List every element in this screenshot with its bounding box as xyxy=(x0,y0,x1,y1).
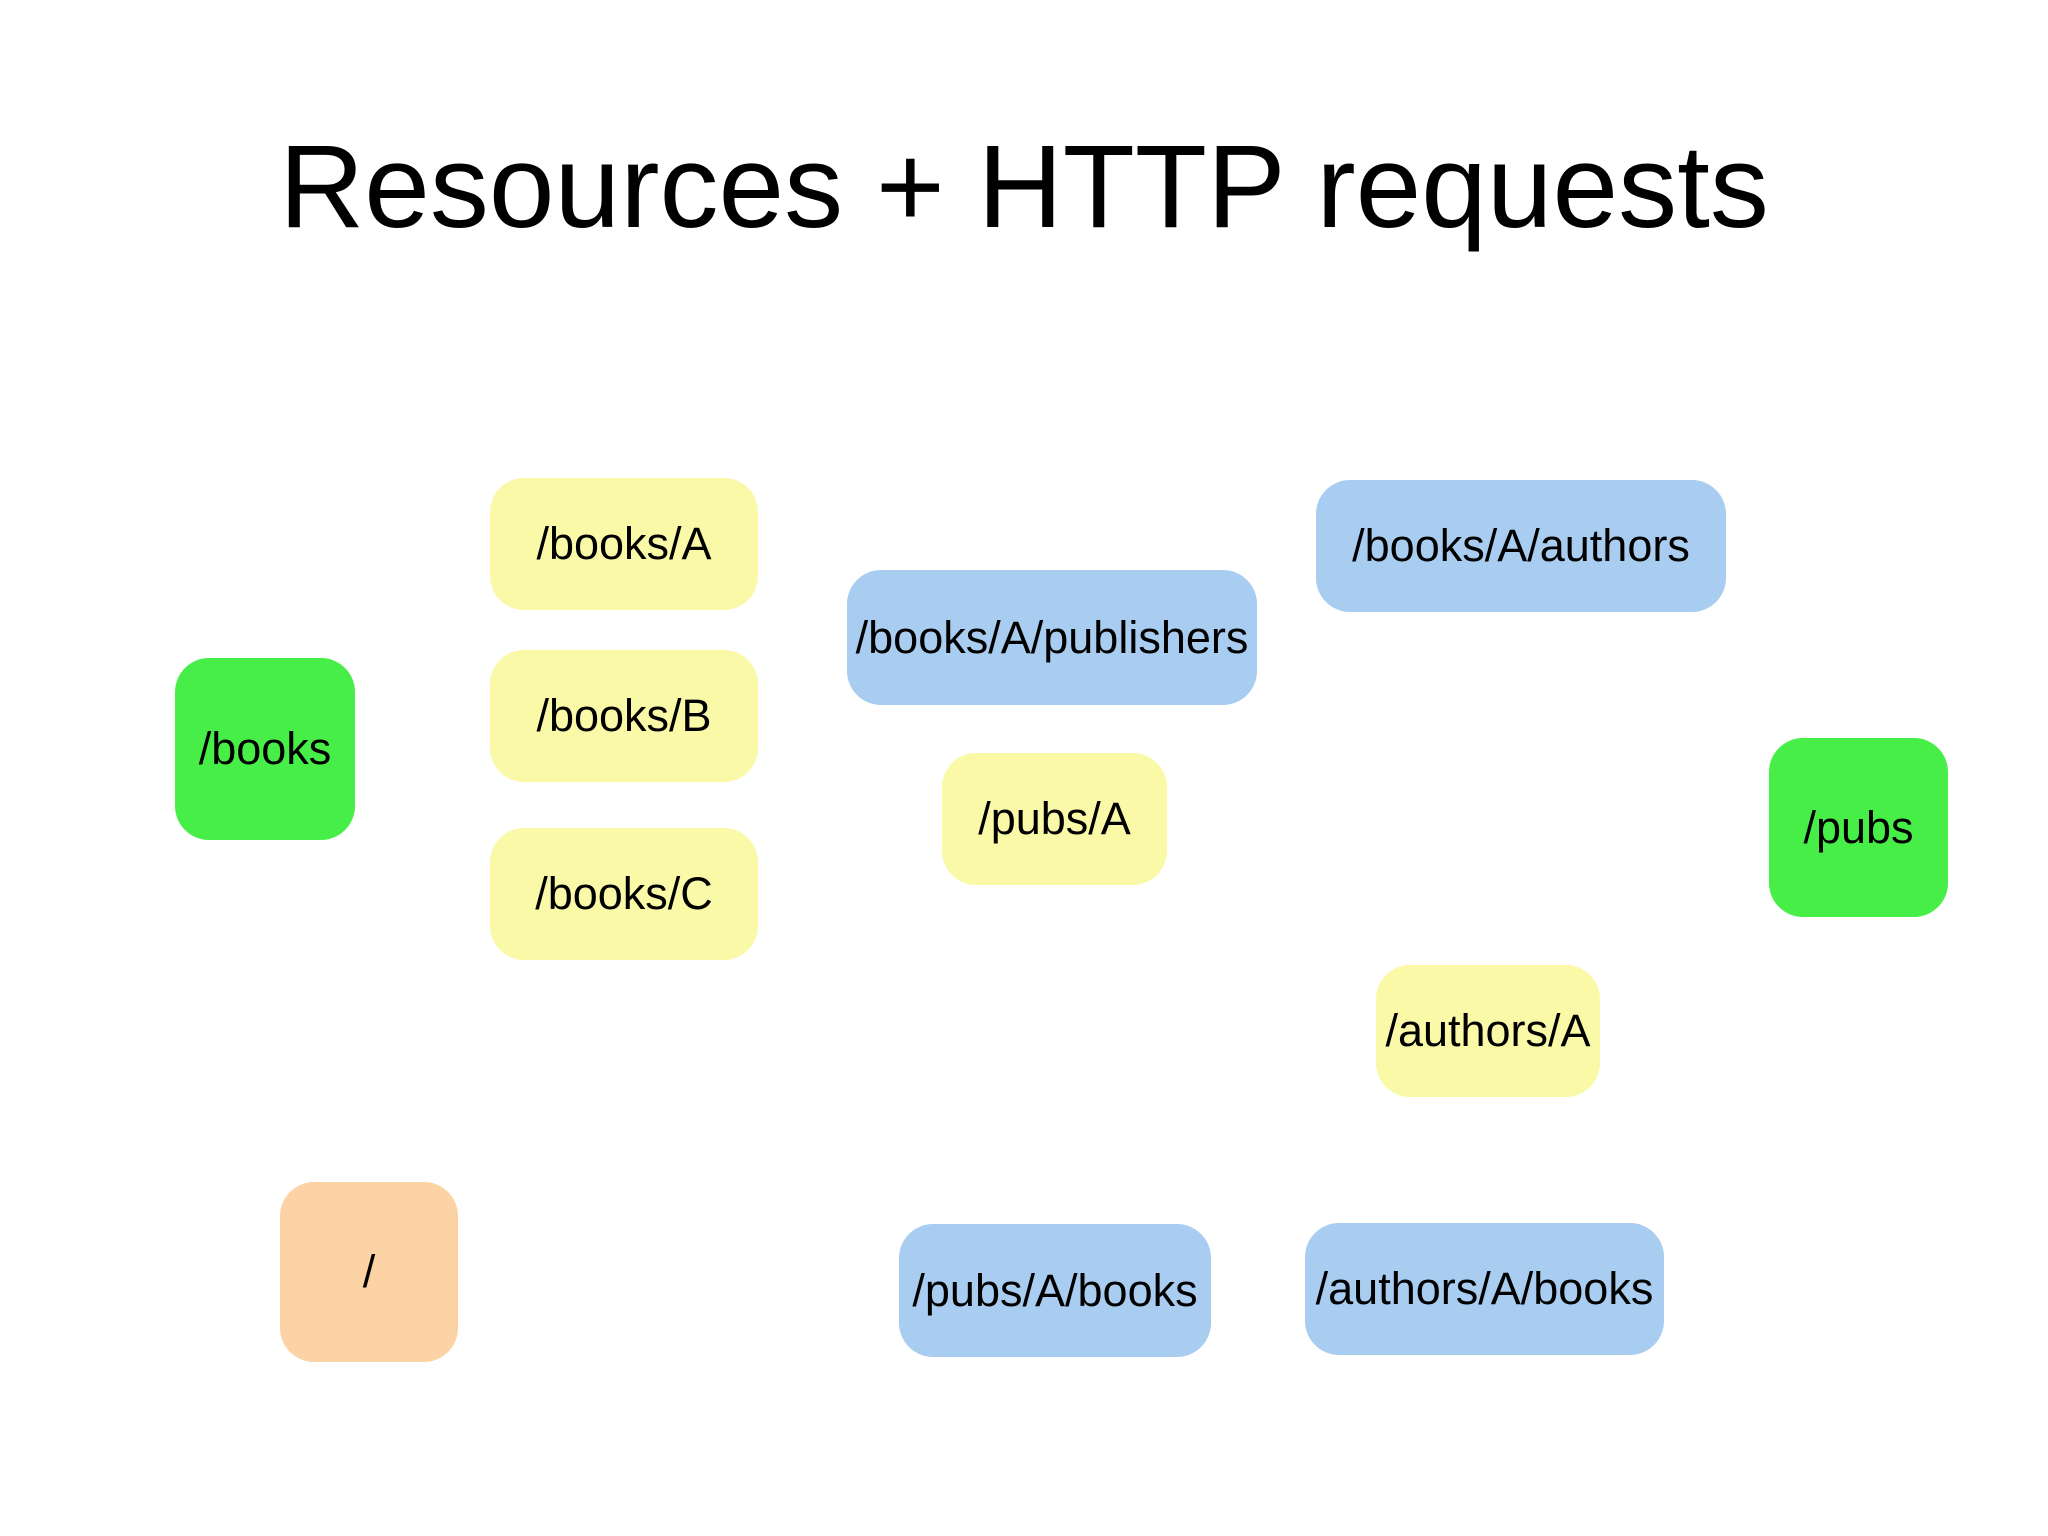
resource-box-pubs: /pubs xyxy=(1769,738,1948,917)
resource-box-label: /authors/A/books xyxy=(1315,1263,1654,1314)
resource-box-label: /pubs/A/books xyxy=(912,1264,1198,1316)
resource-box-books-a-publishers: /books/A/publishers xyxy=(847,570,1257,705)
resource-box-books-c: /books/C xyxy=(490,828,758,960)
resource-box-label: /authors/A xyxy=(1385,1005,1591,1056)
resource-box-label: / xyxy=(362,1246,376,1297)
resource-box-label: /books xyxy=(198,723,332,774)
resource-box-authors-a: /authors/A xyxy=(1376,965,1600,1097)
resource-box-pubs-a: /pubs/A xyxy=(942,753,1167,885)
resource-box-root: / xyxy=(280,1182,458,1362)
resource-box-label: /pubs xyxy=(1803,801,1914,853)
resource-box-authors-a-books: /authors/A/books xyxy=(1305,1223,1664,1355)
resource-box-books: /books xyxy=(175,658,355,840)
slide-title: Resources + HTTP requests xyxy=(279,121,1769,253)
resource-box-label: /books/A xyxy=(536,518,712,569)
resource-box-label: /books/A/authors xyxy=(1352,520,1690,571)
resource-box-label: /books/C xyxy=(535,868,713,919)
resource-box-pubs-a-books: /pubs/A/books xyxy=(899,1224,1211,1357)
resource-box-books-a-authors: /books/A/authors xyxy=(1316,480,1726,612)
resource-box-books-b: /books/B xyxy=(490,650,758,782)
resource-box-label: /pubs/A xyxy=(978,793,1131,844)
resource-box-books-a: /books/A xyxy=(490,478,758,610)
resource-box-label: /books/B xyxy=(536,690,712,741)
resource-box-label: /books/A/publishers xyxy=(855,611,1249,663)
